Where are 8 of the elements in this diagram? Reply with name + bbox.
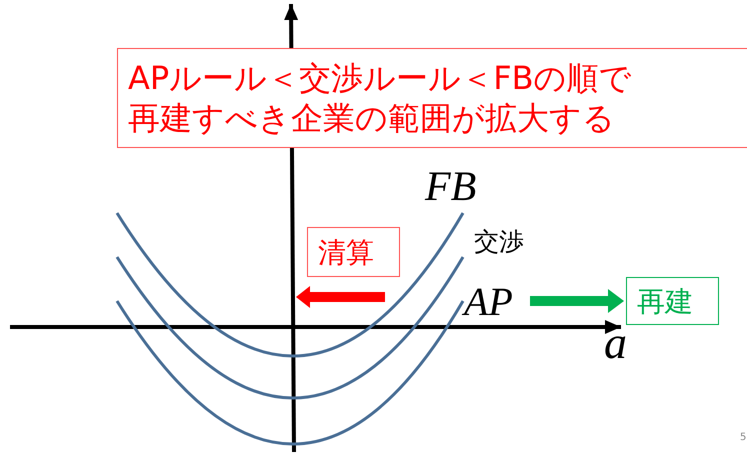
curve-label: FB [425,166,476,208]
curve-label: AP [464,282,513,322]
text-box: 清算 [307,227,400,277]
curve-label: 交渉 [474,229,524,254]
axis-label: a [604,320,627,366]
text-box: 再建 [626,277,719,325]
page-number: 5 [740,433,746,443]
text-box: APルール＜交渉ルール＜FBの順で再建すべき企業の範囲が拡大する [117,48,747,148]
